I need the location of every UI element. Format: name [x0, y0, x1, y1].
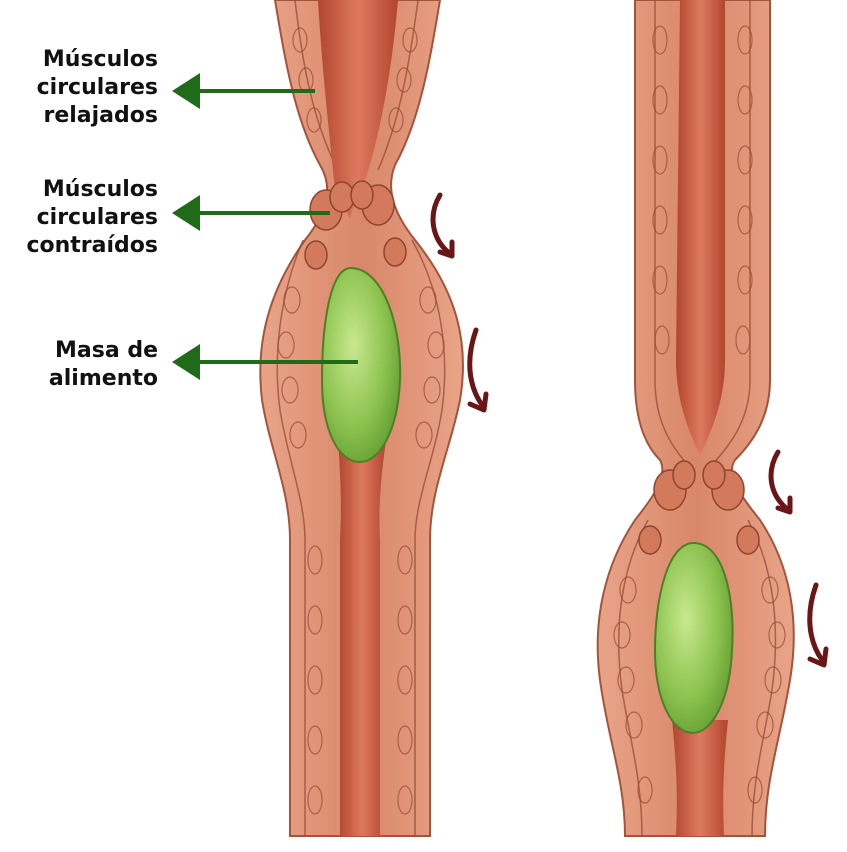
- right-food-bolus: [653, 541, 734, 735]
- right-tube-lumen: [676, 0, 725, 455]
- curved-down-arrow-icon: [807, 582, 829, 668]
- label-contracted-circular-muscles: Músculos circulares contraídos: [0, 176, 158, 260]
- label-relaxed-circular-muscles: Músculos circulares relajados: [0, 46, 158, 130]
- left-contracted-muscles: [304, 180, 407, 270]
- label-food-mass: Masa de alimento: [0, 337, 158, 393]
- curved-down-arrow-icon: [467, 327, 489, 413]
- flow-arrows: [430, 192, 829, 668]
- label-line: contraídos: [26, 233, 158, 258]
- right-contracted-muscles: [638, 460, 760, 555]
- curved-down-arrow-icon: [430, 192, 455, 259]
- label-line: Músculos: [42, 47, 158, 72]
- label-line: Músculos: [42, 177, 158, 202]
- left-arrow-icon: [172, 195, 330, 231]
- left-arrow-icon: [172, 73, 315, 109]
- left-arrow-icon: [172, 344, 358, 380]
- left-food-bolus: [320, 266, 402, 464]
- label-line: relajados: [43, 103, 158, 128]
- label-line: circulares: [36, 75, 158, 100]
- pointer-arrows: [172, 73, 358, 380]
- left-esophagus-segment: [259, 0, 464, 837]
- right-esophagus-segment: [596, 0, 795, 837]
- curved-down-arrow-icon: [768, 449, 793, 515]
- label-line: Masa de: [54, 338, 158, 363]
- left-tube-lumen: [318, 0, 398, 218]
- label-line: alimento: [48, 366, 158, 391]
- label-line: circulares: [36, 205, 158, 230]
